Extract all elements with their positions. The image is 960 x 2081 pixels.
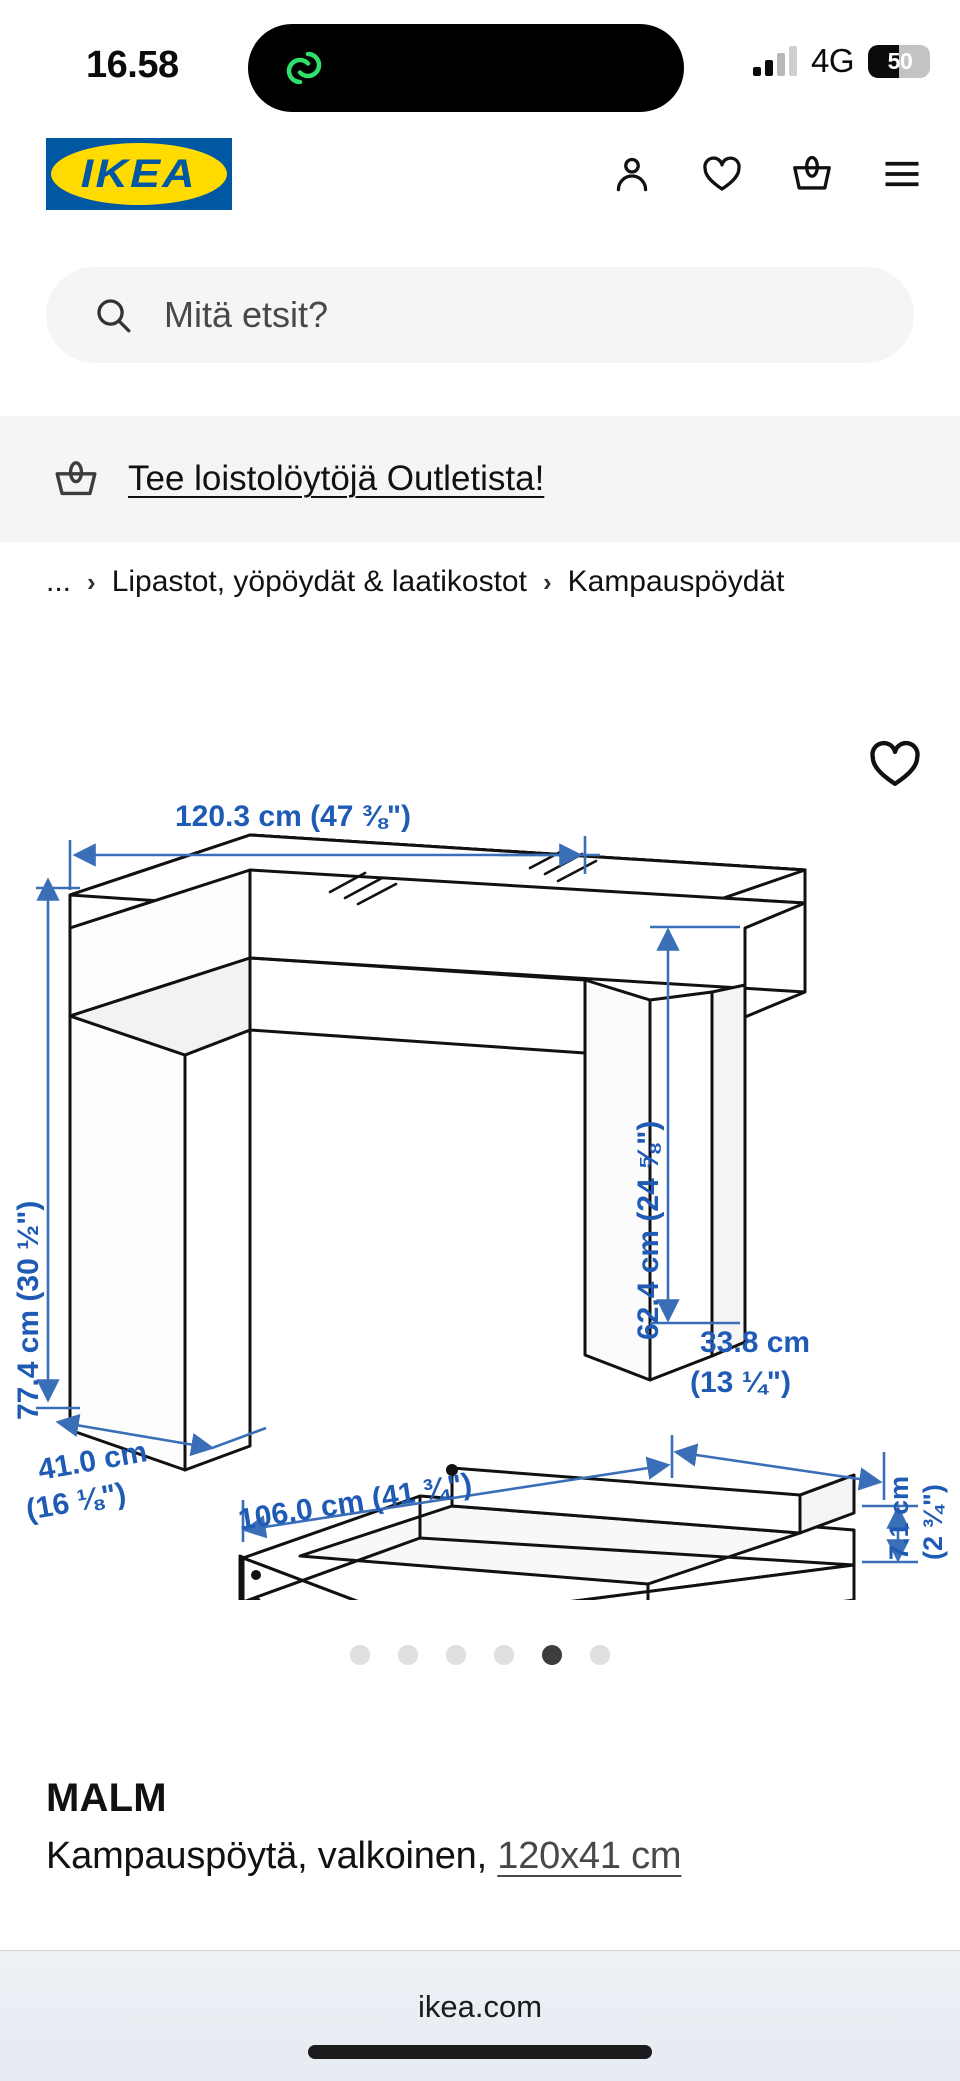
network-type: 4G xyxy=(810,42,855,79)
search-icon xyxy=(97,299,131,333)
search-bar[interactable] xyxy=(46,267,914,363)
ikea-logo[interactable]: IKEA ® xyxy=(46,138,232,210)
ikea-logo-oval: IKEA ® xyxy=(51,143,227,205)
recording-link-icon xyxy=(286,51,322,85)
breadcrumb-item-subcategory[interactable]: Kampauspöydät xyxy=(567,565,785,598)
home-indicator[interactable] xyxy=(308,2045,652,2059)
product-image-carousel[interactable]: 120.3 cm (47 ⅜") 77.4 cm (30 ½") 62.4 cm… xyxy=(0,640,960,1680)
dim-label-drawer-height-in: (2 ¾") xyxy=(918,1484,948,1560)
carousel-dot[interactable] xyxy=(494,1645,514,1665)
status-bar: 16.58 4G 50 xyxy=(0,0,960,118)
product-description: Kampauspöytä, valkoinen, 120x41 cm xyxy=(46,1835,926,1878)
registered-mark: ® xyxy=(214,149,223,163)
dim-label-clearance: 62.4 cm (24 ⅝") xyxy=(632,1121,665,1340)
product-dimension-diagram: 120.3 cm (47 ⅜") 77.4 cm (30 ½") 62.4 cm… xyxy=(12,800,948,1600)
shopping-bag-icon[interactable] xyxy=(790,152,834,196)
dim-label-drawer-depth: 33.8 cm xyxy=(700,1326,810,1359)
dim-label-drawer-height: 7.1 cm xyxy=(884,1476,914,1560)
carousel-dot[interactable] xyxy=(590,1645,610,1665)
signal-bars-icon xyxy=(752,46,797,76)
heart-icon[interactable] xyxy=(700,152,744,196)
account-icon[interactable] xyxy=(610,152,654,196)
carousel-dot[interactable] xyxy=(398,1645,418,1665)
search-input[interactable] xyxy=(164,294,804,336)
shopping-bag-icon xyxy=(55,461,97,496)
dynamic-island[interactable] xyxy=(248,24,684,112)
dim-label-depth-in: (16 ⅛") xyxy=(23,1477,128,1527)
header-icon-row xyxy=(610,138,924,210)
browser-bottom-bar: ikea.com xyxy=(0,1950,960,2081)
carousel-dot-active[interactable] xyxy=(542,1645,562,1665)
hamburger-menu-icon[interactable] xyxy=(880,152,924,196)
heart-icon[interactable] xyxy=(866,735,924,793)
status-time: 16.58 xyxy=(86,44,179,86)
browser-url[interactable]: ikea.com xyxy=(417,1989,543,2024)
battery-percent: 50 xyxy=(887,47,913,74)
dim-label-height: 77.4 cm (30 ½") xyxy=(12,1201,45,1420)
dim-label-drawer-depth-in: (13 ¼") xyxy=(690,1366,791,1399)
status-indicators: 4G 50 xyxy=(752,42,930,80)
outlet-link[interactable]: Tee loistolöytöjä Outletista! xyxy=(128,459,545,498)
breadcrumb-separator: › xyxy=(542,566,552,597)
breadcrumb-item-ellipsis[interactable]: ... xyxy=(46,565,72,598)
breadcrumb: ... › Lipastot, yöpöydät & laatikostot ›… xyxy=(46,565,784,599)
breadcrumb-item-category[interactable]: Lipastot, yöpöydät & laatikostot xyxy=(111,565,527,598)
ikea-logo-text: IKEA xyxy=(80,151,197,196)
breadcrumb-separator: › xyxy=(87,566,96,597)
product-info: MALM Kampauspöytä, valkoinen, 120x41 cm xyxy=(46,1776,926,1878)
product-size[interactable]: 120x41 cm xyxy=(497,1835,682,1877)
dim-label-depth: 41.0 cm xyxy=(35,1435,149,1487)
battery-indicator: 50 xyxy=(868,44,930,78)
carousel-dot[interactable] xyxy=(446,1645,466,1665)
search-box[interactable] xyxy=(46,267,914,363)
carousel-dot[interactable] xyxy=(350,1645,370,1665)
outlet-banner[interactable]: Tee loistolöytöjä Outletista! xyxy=(0,416,960,542)
product-name: MALM xyxy=(46,1776,167,1820)
product-description-text: Kampauspöytä, valkoinen, xyxy=(46,1835,498,1877)
carousel-dots[interactable] xyxy=(0,1645,960,1665)
battery-fill xyxy=(868,44,899,78)
dim-label-width: 120.3 cm (47 ⅜") xyxy=(175,800,411,833)
